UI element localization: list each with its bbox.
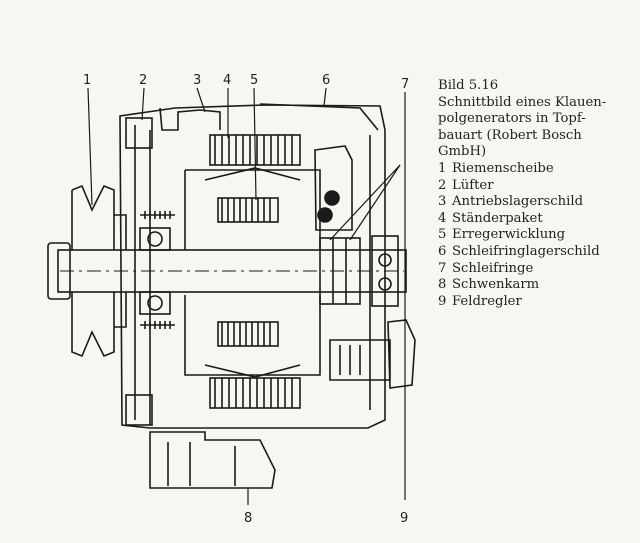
callout-4: 4	[223, 73, 231, 88]
stator-lower	[209, 377, 301, 409]
excitation-winding-upper	[217, 197, 279, 223]
fan	[125, 117, 153, 149]
field-regulator	[329, 319, 416, 389]
leader-lines	[87, 87, 406, 505]
figure-title-line-2: polgenerators in Topf-	[438, 111, 586, 127]
swivel-arm	[149, 431, 276, 489]
figure-number: Bild 5.16	[438, 78, 499, 93]
shaft-nut	[47, 242, 71, 300]
drive-end-bearing	[139, 227, 171, 315]
shaft	[57, 249, 407, 293]
slip-rings	[319, 237, 361, 305]
callout-7: 7	[401, 77, 409, 92]
callout-5: 5	[250, 73, 258, 88]
housing-outline	[119, 104, 386, 429]
callout-3: 3	[193, 73, 201, 88]
callout-8: 8	[244, 511, 252, 526]
bolt-spring	[140, 211, 175, 329]
drive-end-shield-top	[159, 103, 379, 131]
pulley	[71, 184, 115, 358]
figure-title-line-1: Schnittbild eines Klauen-	[438, 94, 607, 110]
pulley-hub	[114, 214, 127, 328]
brush-holder	[314, 145, 353, 231]
figure-title-line-4: GmbH)	[438, 144, 487, 160]
housing-inner	[134, 125, 371, 425]
callout-1: 1	[83, 73, 91, 88]
slip-ring-end-bearing	[371, 235, 399, 307]
fan-lower	[125, 394, 153, 426]
callout-2: 2	[139, 73, 147, 88]
figure-title-line-3: bauart (Robert Bosch	[438, 127, 582, 143]
claw-pole-rotor	[184, 169, 321, 376]
callout-9: 9	[400, 511, 408, 526]
callout-6: 6	[322, 73, 330, 88]
excitation-winding-lower	[217, 321, 279, 347]
figure-caption: Bild 5.16 Schnittbild eines Klauen- polg…	[438, 78, 636, 310]
